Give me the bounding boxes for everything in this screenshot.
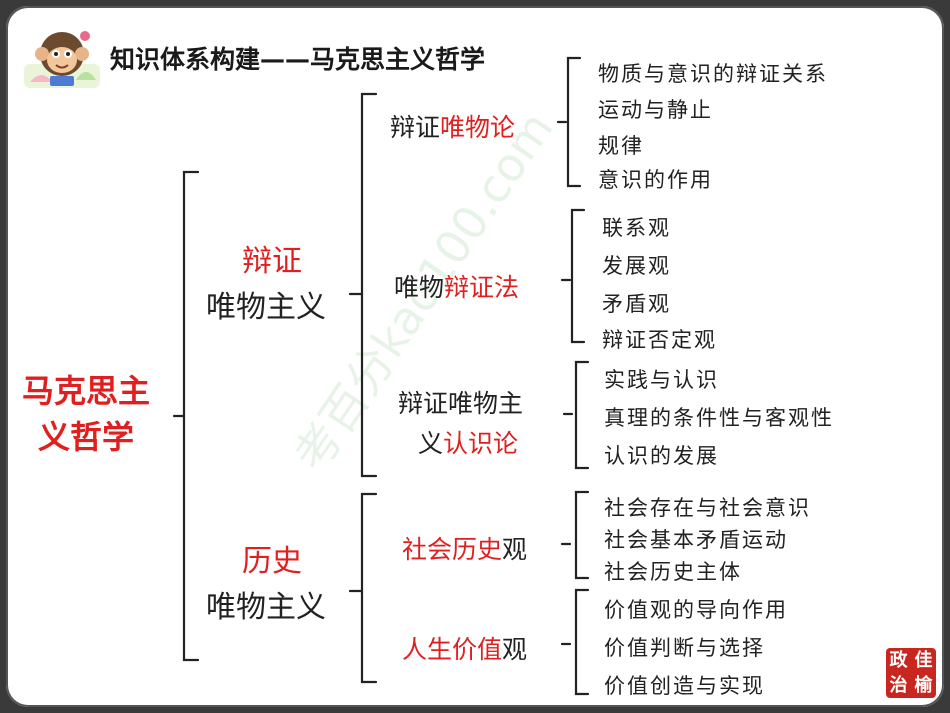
leaf-item: 社会存在与社会意识 [604, 496, 811, 520]
leaf-item: 真理的条件性与客观性 [604, 406, 834, 430]
leaf-item: 价值观的导向作用 [604, 598, 788, 622]
root-node-line1: 马克思主 [22, 372, 151, 410]
page-title: 知识体系构建——马克思主义哲学 [110, 45, 486, 74]
slide-card: 知识体系构建——马克思主义哲学 考百分kao100.com 马 [6, 6, 944, 707]
s5-bracket [574, 588, 590, 696]
sub-node-1: 辩证唯物论 [390, 113, 516, 142]
leaf-item: 价值创造与实现 [604, 674, 765, 698]
sub-node-3-line2: 义认识论 [418, 429, 519, 458]
branch2-bracket [360, 492, 378, 684]
sub-node-4: 社会历史观 [402, 535, 528, 564]
branch1-red-label: 辩证 [242, 244, 302, 279]
seal-logo: 政 佳 治 榆 [886, 648, 936, 698]
leaf-item: 社会历史主体 [604, 560, 742, 584]
root-bracket [182, 170, 200, 662]
leaf-item: 价值判断与选择 [604, 636, 765, 660]
branch2-label: 唯物主义 [206, 590, 326, 625]
leaf-item: 物质与意识的辩证关系 [598, 62, 828, 86]
monkey-mascot-icon [24, 31, 100, 88]
s2-bracket [570, 208, 586, 344]
sub-node-5: 人生价值观 [402, 635, 528, 664]
sub-node-2: 唯物辩证法 [394, 273, 520, 302]
s4-bracket [574, 490, 590, 580]
leaf-item: 规律 [598, 134, 644, 158]
leaf-item: 运动与静止 [598, 98, 713, 122]
branch1-bracket [360, 92, 378, 478]
s1-bracket [566, 56, 582, 188]
leaf-item: 发展观 [602, 254, 671, 278]
leaf-item: 辩证否定观 [602, 328, 717, 352]
leaf-item: 意识的作用 [598, 168, 713, 192]
branch1-label: 唯物主义 [206, 290, 326, 325]
leaf-item: 认识的发展 [604, 444, 719, 468]
leaf-item: 矛盾观 [602, 292, 671, 316]
leaf-item: 实践与认识 [604, 368, 719, 392]
s3-bracket [574, 360, 590, 470]
leaf-item: 联系观 [602, 216, 671, 240]
branch2-red-label: 历史 [242, 544, 302, 579]
leaf-item: 社会基本矛盾运动 [604, 528, 788, 552]
connector-lines [172, 56, 590, 696]
sub-node-3-line1: 辩证唯物主 [398, 389, 524, 418]
root-node-line2: 义哲学 [38, 418, 135, 456]
